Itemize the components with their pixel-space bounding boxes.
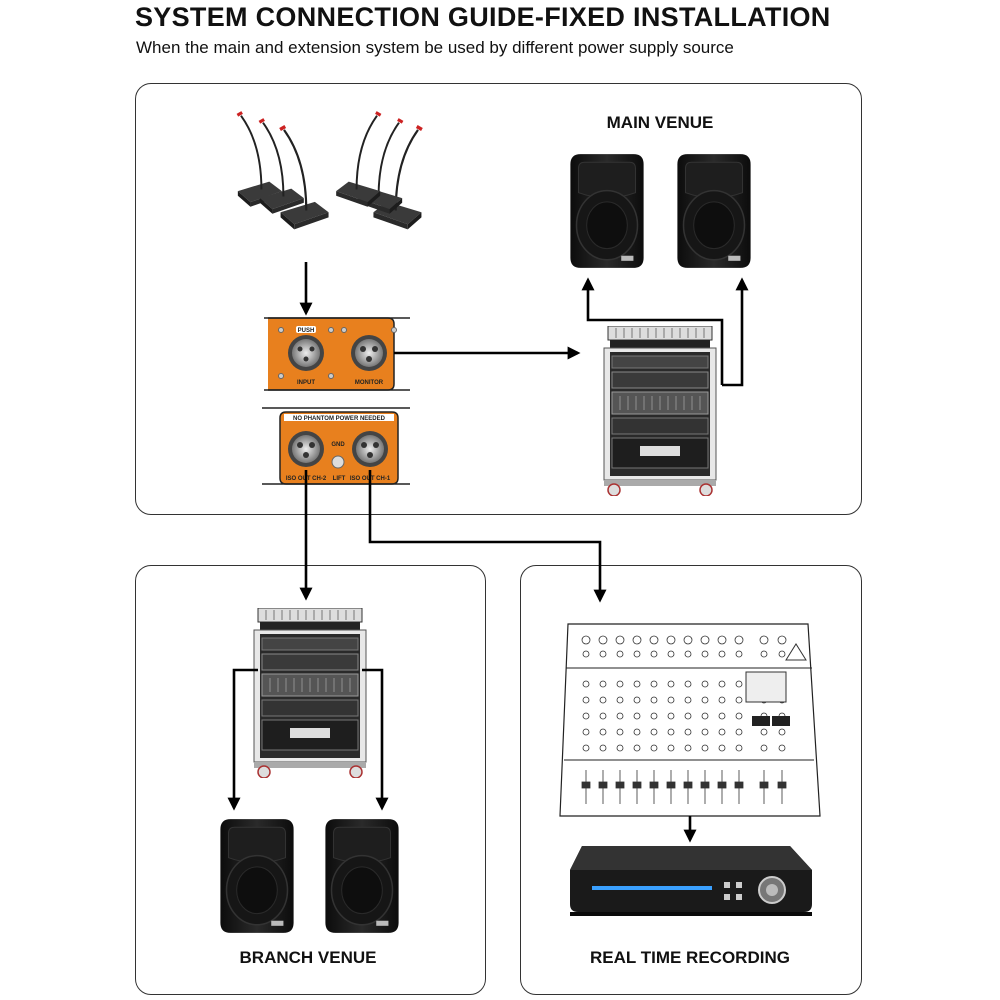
phantom-label: NO PHANTOM POWER NEEDED <box>293 416 386 422</box>
branch-speaker-right <box>324 818 400 934</box>
input-monitor-box: PUSH INPUT MONITOR <box>264 317 410 391</box>
branch-rack-to-left-speaker-arrow <box>227 668 258 811</box>
recording-label: REAL TIME RECORDING <box>590 948 790 967</box>
branch-rack-to-right-speaker-arrow <box>362 668 389 811</box>
main-speaker-left <box>569 153 645 269</box>
main-venue-label: MAIN VENUE <box>606 113 714 132</box>
main-rack <box>603 326 717 496</box>
branch-rack <box>253 608 367 778</box>
iso-to-recording-arrow <box>368 470 607 603</box>
conference-microphones <box>235 110 425 231</box>
rack-to-main-speaker-left-arrow <box>581 277 724 385</box>
monitor-label: MONITOR <box>355 380 384 386</box>
isolator-box: NO PHANTOM POWER NEEDED GND LIFT ISO OUT… <box>262 407 410 485</box>
main-speaker-right <box>676 153 752 269</box>
rack-to-main-speaker-right-arrow <box>722 277 749 387</box>
page-subtitle: When the main and extension system be us… <box>136 38 734 57</box>
branch-venue-label: BRANCH VENUE <box>239 948 377 967</box>
push-label: PUSH <box>298 328 315 334</box>
mixing-console <box>559 623 821 817</box>
connection-lines <box>227 262 749 843</box>
branch-speaker-left <box>219 818 295 934</box>
input-label: INPUT <box>297 380 315 386</box>
page-title: SYSTEM CONNECTION GUIDE-FIXED INSTALLATI… <box>135 2 831 32</box>
recorder <box>570 846 812 916</box>
lift-label: LIFT <box>333 476 346 482</box>
gnd-label: GND <box>331 442 345 448</box>
